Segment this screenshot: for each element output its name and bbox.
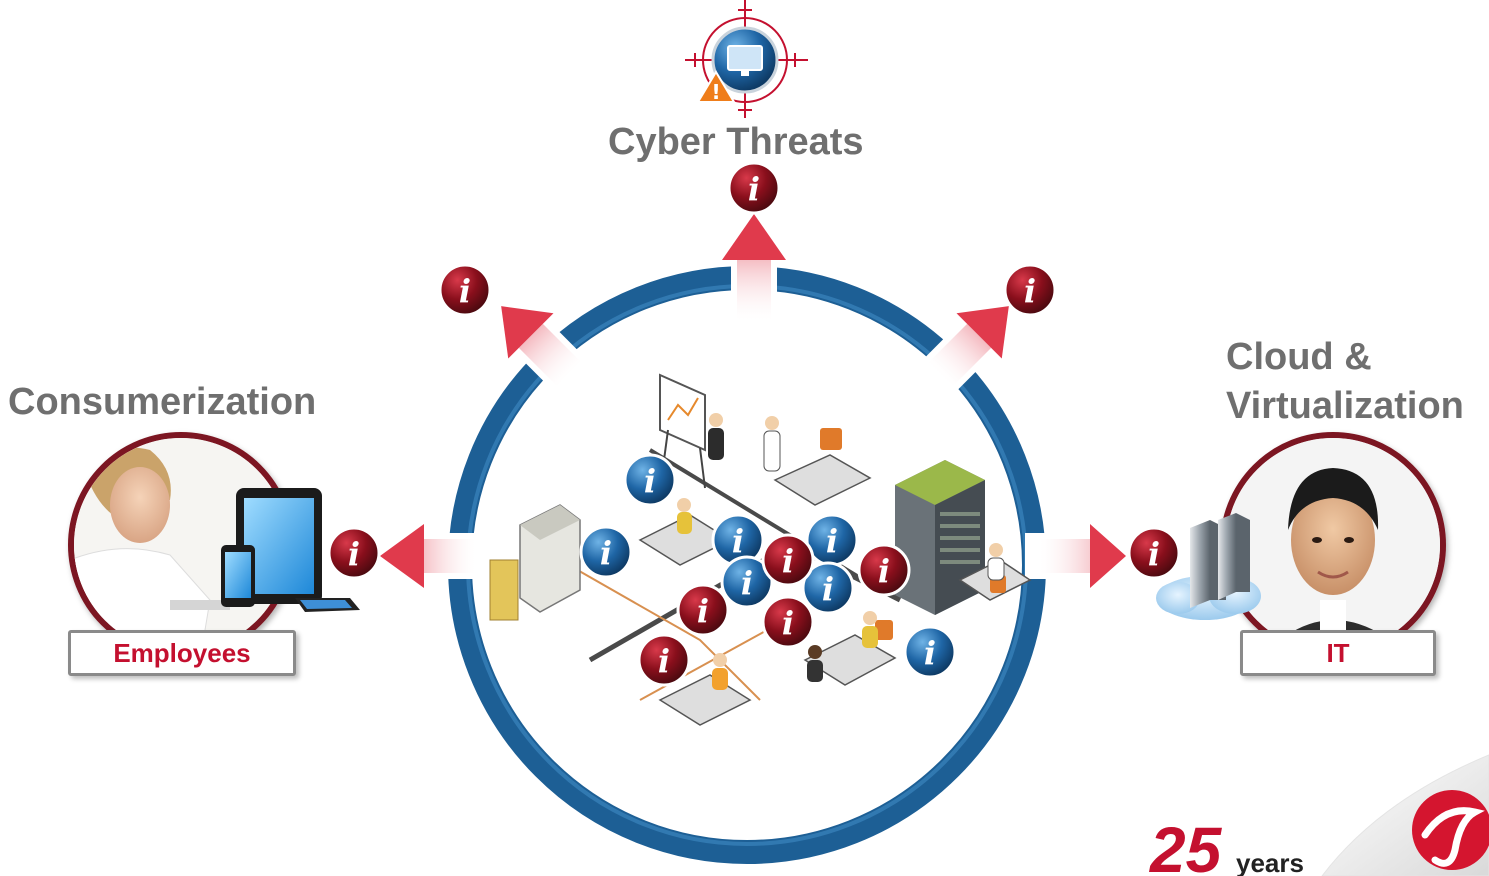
server-icon [1190,513,1250,608]
svg-text:i: i [822,570,834,608]
svg-text:i: i [741,564,753,602]
svg-text:i: i [826,522,838,560]
svg-text:i: i [459,272,471,310]
info-red-icon-top: i [727,161,781,215]
trend-micro-logo-icon [1412,790,1489,870]
phone-flat-icon [295,598,360,612]
office-illustration: i i i i i i i i i i i i [489,373,1032,726]
consumerization-label: Consumerization [8,381,317,423]
svg-text:i: i [748,170,760,208]
svg-text:i: i [732,522,744,560]
info-blue-icon: i [623,453,677,507]
it-tag: IT [1240,630,1436,676]
svg-text:i: i [1148,535,1160,573]
info-blue-icon: i [805,513,859,567]
info-red-icon: i [637,633,691,687]
warning-icon: ! [696,70,736,104]
svg-text:i: i [348,535,360,573]
svg-text:i: i [600,534,612,572]
info-blue-icon: i [711,513,765,567]
info-red-icon-upper-left: i [438,263,492,317]
desks [638,454,1032,726]
svg-text:!: ! [711,80,720,104]
anniversary-logo: 25 years [1149,754,1489,876]
info-blue-icon: i [579,525,633,579]
info-red-icon-right: i [1127,526,1181,580]
smartphone-icon [221,545,255,607]
cloud-label-line1: Cloud & [1226,336,1372,378]
tablet-icon [236,488,322,604]
arrow-left [380,524,480,588]
anniversary-word: years [1236,848,1304,876]
svg-text:i: i [1024,272,1036,310]
info-red-icon: i [676,583,730,637]
info-blue-icon: i [720,555,774,609]
office-people [677,413,1005,690]
arrow-right [1025,524,1126,588]
svg-text:i: i [924,634,936,672]
it-person-photo [1220,432,1446,658]
info-markers-inner: i i i i i i i i i i i i [579,453,957,687]
svg-text:i: i [782,604,794,642]
svg-text:i: i [658,642,670,680]
info-red-icon: i [761,533,815,587]
cyber-threats-label: Cyber Threats [608,121,864,163]
arrow-upper-left [501,306,597,402]
arrow-upper-right [913,306,1009,402]
info-red-icon: i [761,595,815,649]
info-blue-icon: i [801,561,855,615]
cloud-servers-icon [1156,513,1261,620]
info-blue-icon: i [903,625,957,679]
cloud-label-line2: Virtualization [1226,385,1464,427]
copier [489,504,581,621]
svg-text:i: i [697,592,709,630]
info-red-icon-left: i [327,526,381,580]
svg-text:i: i [644,462,656,500]
cyber-threat-target-icon: ! [685,0,808,118]
anniversary-number: 25 [1149,814,1223,876]
info-red-icon: i [857,543,911,597]
arrow-up [722,214,786,328]
svg-text:i: i [878,552,890,590]
server-rack [895,460,985,615]
info-red-icon-upper-right: i [1003,263,1057,317]
employees-tag: Employees [68,630,296,676]
employee-photo [68,432,360,658]
svg-text:i: i [782,542,794,580]
